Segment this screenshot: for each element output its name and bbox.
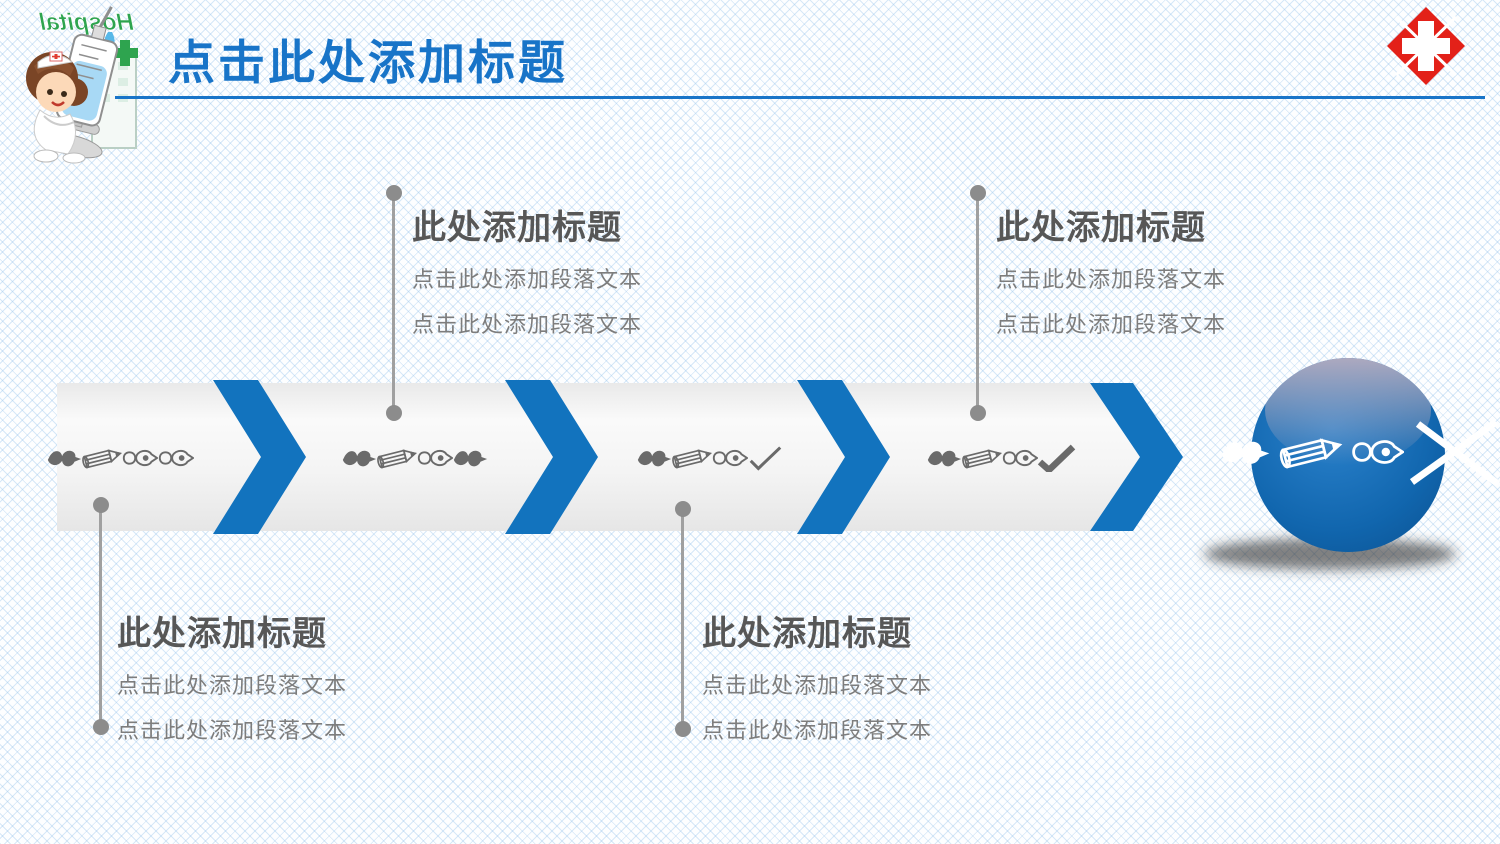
callout-title[interactable]: 此处添加标题 <box>702 615 912 653</box>
callout-line[interactable]: 点击此处添加段落文本 <box>996 267 1227 292</box>
nurse-figure <box>26 51 88 164</box>
callout-line[interactable]: 点击此处添加段落文本 <box>117 673 348 698</box>
callout-line[interactable]: 点击此处添加段落文本 <box>996 312 1227 337</box>
callout-line[interactable]: 点击此处添加段落文本 <box>702 673 933 698</box>
nurse-cartoon: Hospital <box>26 6 138 164</box>
connector-dot <box>674 721 691 737</box>
chevron-icon <box>797 380 890 534</box>
title-underline <box>115 96 1485 99</box>
chevron-icon <box>1090 383 1183 531</box>
chevron-arrows <box>213 380 1183 534</box>
connector-dot <box>385 185 402 201</box>
red-cross-logo-icon <box>1387 7 1465 85</box>
callout-top-right[interactable]: 此处添加标题 点击此处添加段落文本 点击此处添加段落文本 <box>996 200 1226 358</box>
sphere-endpoint <box>1204 358 1500 570</box>
connector-dot <box>92 497 109 513</box>
callout-line[interactable]: 点击此处添加段落文本 <box>117 718 348 743</box>
callout-title[interactable]: 此处添加标题 <box>996 209 1206 247</box>
callout-title[interactable]: 此处添加标题 <box>117 615 327 653</box>
slide-title[interactable]: 点击此处添加标题 <box>168 36 568 89</box>
callout-line[interactable]: 点击此处添加段落文本 <box>412 312 643 337</box>
connector-dot <box>969 185 986 201</box>
connector-top-middle <box>385 185 402 421</box>
cross-out-icon <box>1409 419 1500 487</box>
sphere-gloss <box>1265 358 1431 465</box>
connector-dot <box>385 405 402 421</box>
callout-top-middle[interactable]: 此处添加标题 点击此处添加段落文本 点击此处添加段落文本 <box>412 200 642 358</box>
process-timeline <box>47 380 1183 534</box>
callout-line[interactable]: 点击此处添加段落文本 <box>412 267 643 292</box>
connector-dot <box>969 405 986 421</box>
connector-bottom-left <box>92 497 109 735</box>
hospital-text: Hospital <box>38 9 134 36</box>
connector-dot <box>674 501 691 517</box>
connector-top-right <box>969 185 986 421</box>
callout-bottom-left[interactable]: 此处添加标题 点击此处添加段落文本 点击此处添加段落文本 <box>117 606 347 764</box>
callout-bottom-middle[interactable]: 此处添加标题 点击此处添加段落文本 点击此处添加段落文本 <box>702 606 932 764</box>
connector-dot <box>92 719 109 735</box>
callout-line[interactable]: 点击此处添加段落文本 <box>702 718 933 743</box>
chevron-icon <box>213 380 306 534</box>
sphere-shadow <box>1204 538 1456 570</box>
sphere-icons <box>1222 419 1500 487</box>
callout-title[interactable]: 此处添加标题 <box>412 209 622 247</box>
connector-bottom-middle <box>674 501 691 737</box>
chevron-icon <box>505 380 598 534</box>
